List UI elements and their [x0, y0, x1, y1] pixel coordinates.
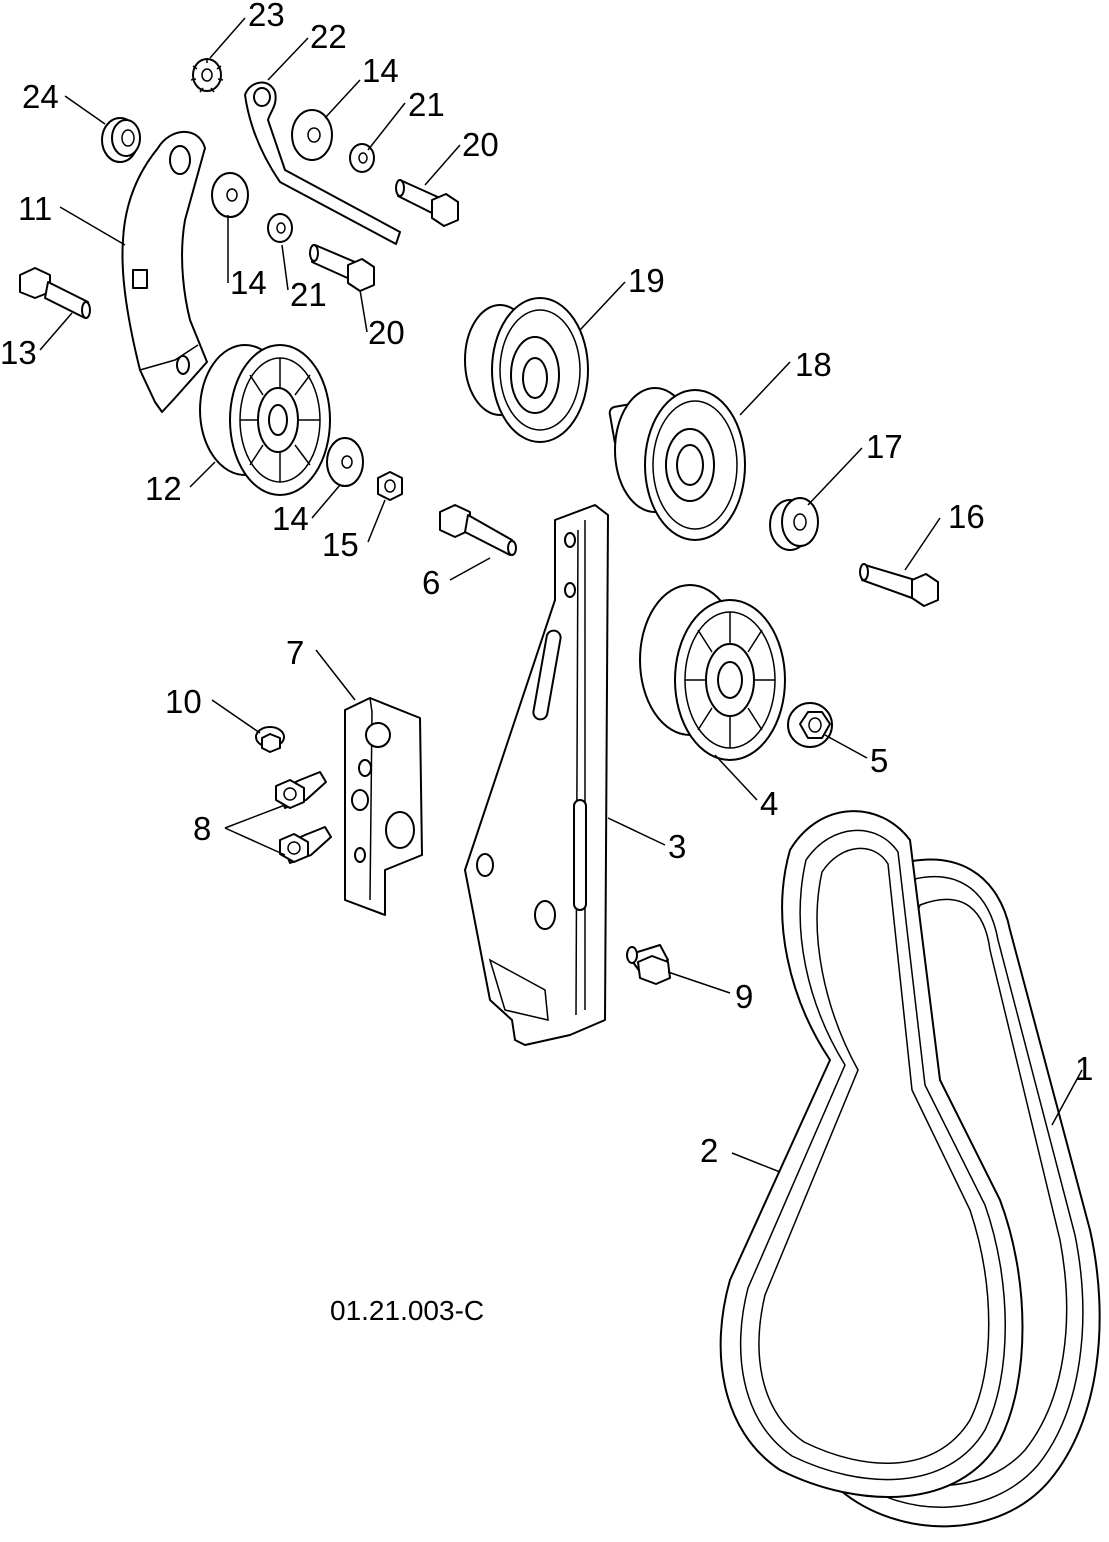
washer-14-b [211, 172, 249, 218]
washer-14-c [326, 437, 364, 487]
callout-1: 1 [1075, 1050, 1093, 1087]
leader-lines [39, 17, 1083, 1173]
callout-8: 8 [193, 810, 211, 847]
nut-15 [377, 471, 403, 501]
bolt-20-b [309, 244, 375, 292]
tooth-washer-23 [190, 58, 224, 93]
callout-10: 10 [165, 683, 202, 720]
callout-14-mid: 14 [230, 264, 267, 301]
callout-21-top: 21 [408, 86, 445, 123]
v-pulley-19 [464, 297, 589, 443]
callout-18: 18 [795, 346, 832, 383]
bolt-16 [859, 563, 939, 607]
callout-labels: 1 2 3 4 5 6 7 8 9 10 11 12 13 14 14 14 1… [0, 0, 1093, 1169]
lock-washer-21-a [349, 143, 375, 173]
callout-24: 24 [22, 78, 59, 115]
callout-19: 19 [628, 262, 665, 299]
callout-4: 4 [760, 785, 778, 822]
callout-14-top: 14 [362, 52, 399, 89]
callout-14-low: 14 [272, 500, 309, 537]
bolt-9 [626, 944, 671, 985]
spacer-17 [769, 497, 819, 551]
callout-3: 3 [668, 828, 686, 865]
flange-bolt-10 [255, 726, 285, 753]
callout-20-top: 20 [462, 126, 499, 163]
flange-nut-5 [787, 702, 833, 748]
callout-20-low: 20 [368, 314, 405, 351]
callout-11: 11 [18, 190, 52, 227]
bolt-13 [19, 267, 91, 319]
callout-2: 2 [700, 1132, 718, 1169]
callout-12: 12 [145, 470, 182, 507]
belt-2 [719, 810, 1024, 1498]
callout-21-low: 21 [290, 276, 327, 313]
callout-7: 7 [286, 634, 304, 671]
callout-5: 5 [870, 742, 888, 779]
bushing-24 [101, 117, 141, 163]
mounting-plate-7 [344, 697, 423, 916]
callout-16: 16 [948, 498, 985, 535]
washer-14-a [291, 109, 333, 161]
callout-9: 9 [735, 978, 753, 1015]
screws-8 [275, 771, 332, 864]
lock-washer-21-b [267, 213, 293, 243]
rod-link-22 [244, 81, 401, 245]
idler-bracket-3 [464, 504, 609, 1046]
idler-pulley-12 [199, 344, 331, 496]
callout-22: 22 [310, 18, 347, 55]
callout-13: 13 [0, 334, 37, 371]
callout-23: 23 [248, 0, 285, 33]
idler-pulley-4 [639, 584, 786, 761]
bolt-6 [439, 504, 517, 556]
bolt-20-a [395, 179, 459, 227]
idler-arm-11 [121, 130, 208, 413]
idler-pulley-18 [608, 387, 746, 541]
drawing-number: 01.21.003-C [330, 1295, 484, 1326]
callout-15: 15 [322, 526, 359, 563]
callout-6: 6 [422, 564, 440, 601]
callout-17: 17 [866, 428, 903, 465]
